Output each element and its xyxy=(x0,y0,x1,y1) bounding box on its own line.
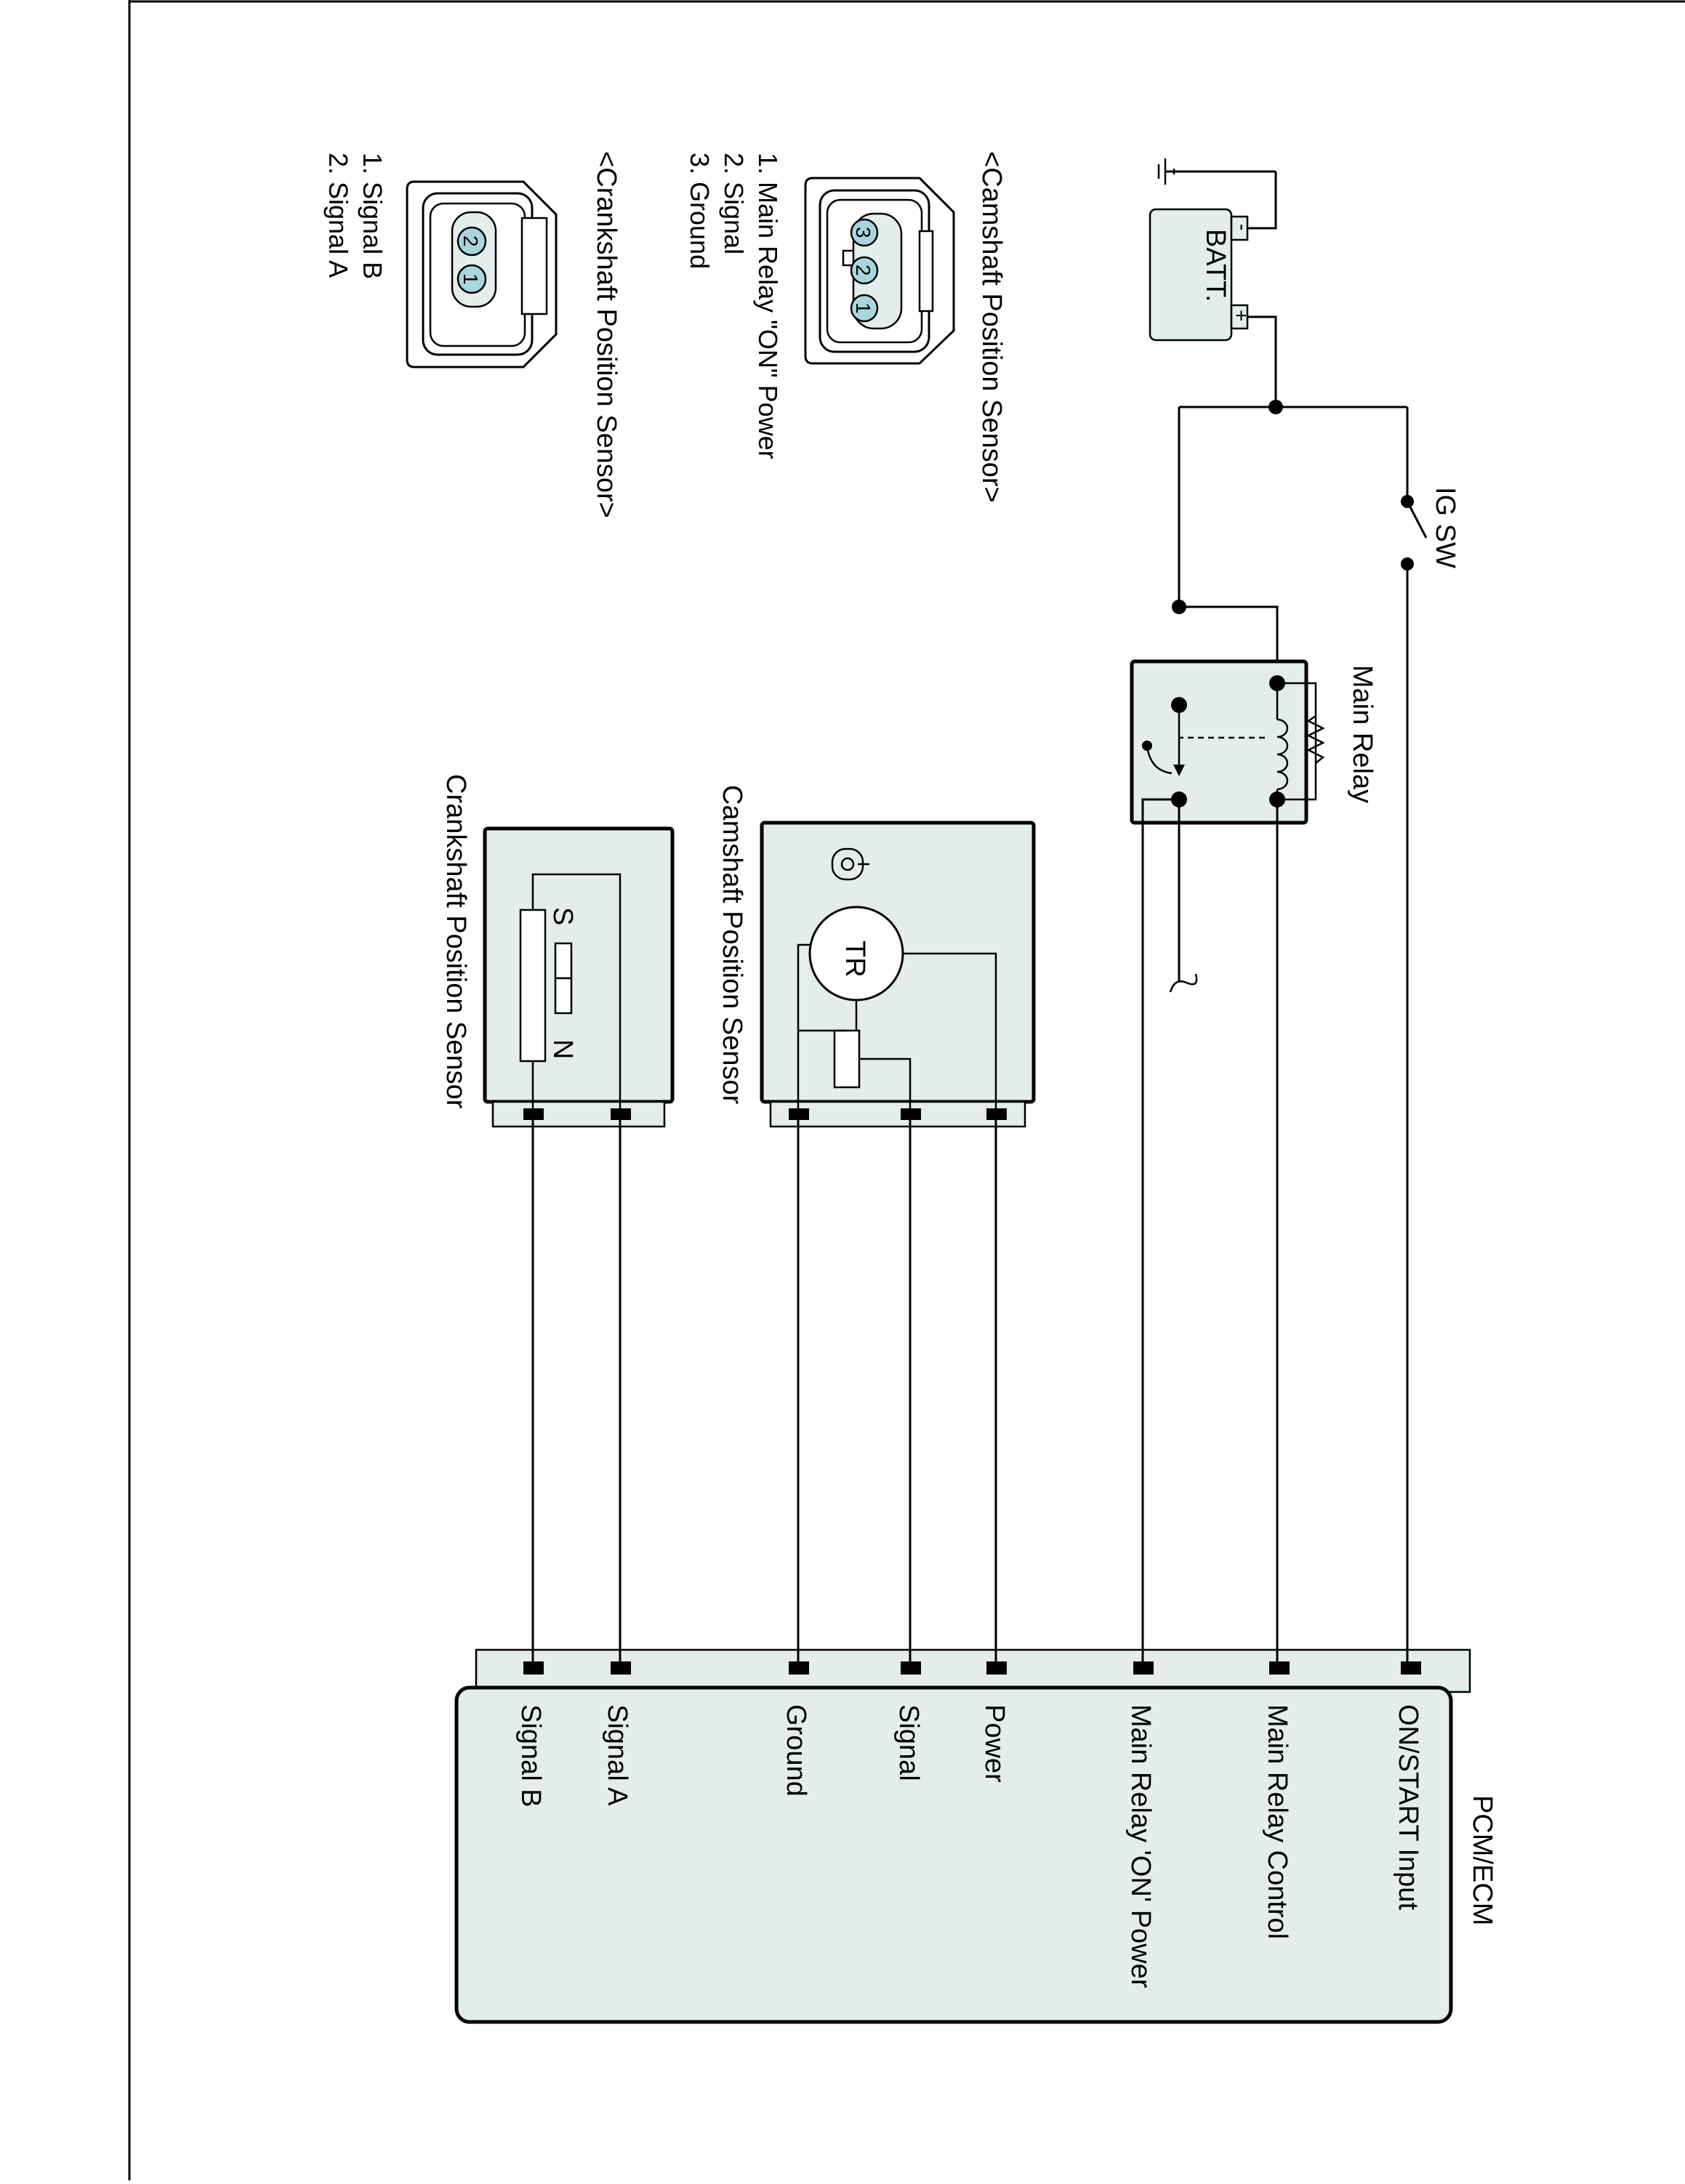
camshaft-connector-legend-2: 2. Signal xyxy=(719,153,749,254)
hall-element-dot xyxy=(840,857,855,871)
camshaft-connector-legend-1: 1. Main Relay "ON" Power xyxy=(753,153,783,459)
camshaft-sensor-label: Camshaft Position Sensor xyxy=(717,785,747,1105)
magnet-n-pole xyxy=(554,977,573,1015)
crankshaft-connector-legend-2: 2. Signal A xyxy=(323,153,353,278)
battery-minus-sign: - xyxy=(1231,224,1254,230)
crankshaft-connector-latch xyxy=(520,217,548,315)
bus-junction xyxy=(1268,400,1283,414)
transistor-power-lead xyxy=(903,952,997,1108)
crankshaft-connector-pin-2 xyxy=(457,226,487,257)
transistor-label: TR xyxy=(840,940,870,978)
camshaft-connector-pin-3 xyxy=(850,218,879,247)
camshaft-connector-title: <Camshaft Position Sensor> xyxy=(976,151,1007,503)
magnet-s-label: S xyxy=(547,907,578,925)
camshaft-connector-pin-2-label: 2 xyxy=(852,265,874,276)
camshaft-connector-pin-1-label: 1 xyxy=(852,302,874,314)
camshaft-sensor-connector xyxy=(769,1100,1026,1128)
magnet-n-label: N xyxy=(547,1039,578,1059)
pcm-pin-signal-b xyxy=(523,1661,544,1675)
pcm-label-ground: Ground xyxy=(781,1704,811,1797)
crankshaft-sensor-connector xyxy=(491,1100,666,1128)
crankshaft-connector-legend-1: 1. Signal B xyxy=(358,153,387,279)
camshaft-connector-pin-1 xyxy=(850,294,879,323)
main-relay: Main Relay xyxy=(1130,659,1378,1661)
ig-switch-blade xyxy=(1406,501,1428,539)
battery-label: BATT. xyxy=(1200,229,1231,302)
pcm-label-on-start: ON/START Input xyxy=(1393,1704,1423,1910)
pcm-label-signal-a: Signal A xyxy=(602,1704,632,1806)
crankshaft-sensor-label: Crankshaft Position Sensor xyxy=(441,774,471,1109)
camshaft-connector-view: <Camshaft Position Sensor> 3 2 1 1. Main… xyxy=(685,151,1007,503)
camshaft-sensor: Camshaft Position Sensor TR xyxy=(717,785,1036,1661)
pcm-connector-strip xyxy=(475,1648,1471,1693)
camshaft-connector-latch xyxy=(918,230,934,313)
transistor-ground-lead xyxy=(797,943,810,1108)
wire-break-symbol xyxy=(1169,973,1198,993)
relay-resistor-loop xyxy=(1277,682,1317,801)
relay-contact-spring xyxy=(1146,745,1173,775)
crankshaft-pin-signal-a xyxy=(611,1108,631,1120)
pcm-pin-signal-a xyxy=(611,1661,631,1675)
pcm-pin-on-start xyxy=(1401,1661,1421,1675)
main-relay-label: Main Relay xyxy=(1347,665,1378,803)
pcm-label-main-relay-on-power: Main Relay 'ON' Power xyxy=(1125,1704,1156,1988)
crankshaft-sensor: Crankshaft Position Sensor S N xyxy=(441,774,675,1661)
resistor-signal-lead xyxy=(859,1057,912,1108)
crankshaft-connector-pin-1-label: 1 xyxy=(459,273,482,285)
camshaft-pin-power xyxy=(986,1108,1007,1120)
pcm-pin-main-relay-on-power xyxy=(1133,1661,1154,1675)
camshaft-pin-signal xyxy=(901,1108,921,1120)
battery-negative-wire xyxy=(1247,172,1277,230)
crankshaft-pin-signal-b xyxy=(523,1108,544,1120)
relay-contact-arrow xyxy=(1173,765,1185,776)
pcm-title: PCM/ECM xyxy=(1467,1795,1497,1925)
crankshaft-connector-pin-2-label: 2 xyxy=(459,235,482,247)
pcm-label-signal: Signal xyxy=(893,1704,924,1781)
battery xyxy=(1149,208,1233,342)
battery-plus-sign: + xyxy=(1230,310,1252,321)
pcm-label-main-relay-control: Main Relay Control xyxy=(1262,1704,1292,1939)
relay-coil-feed-wire xyxy=(1179,605,1279,683)
camshaft-connector-pin-3-label: 3 xyxy=(852,227,874,238)
pcm-label-signal-b: Signal B xyxy=(515,1704,546,1808)
battery-circuit: BATT. - + IG SW xyxy=(1149,158,1460,1661)
ig-switch-label: IG SW xyxy=(1430,487,1460,568)
camshaft-connector-pin-2 xyxy=(850,256,879,285)
battery-positive-wire xyxy=(1247,315,1277,407)
crankshaft-connector-title: <Crankshaft Position Sensor> xyxy=(591,151,622,518)
crankshaft-connector-view: <Crankshaft Position Sensor> 2 1 1. Sign… xyxy=(323,151,622,518)
camshaft-pin-ground xyxy=(789,1108,809,1120)
crankshaft-sensor-body xyxy=(483,826,675,1104)
pcm-label-power: Power xyxy=(979,1704,1010,1783)
relay-coil xyxy=(1276,718,1289,791)
pcm-pin-signal xyxy=(901,1661,921,1675)
main-relay-on-power-wire xyxy=(1141,798,1179,1661)
pickup-coil-lead-a xyxy=(531,873,622,1108)
pcm-body xyxy=(454,1685,1453,2024)
relay-resistor xyxy=(1306,714,1325,764)
camshaft-connector-legend-3: 3. Ground xyxy=(685,153,715,269)
magnet-s-pole xyxy=(554,942,573,980)
pcm-pin-power xyxy=(986,1661,1007,1675)
pcm-pin-main-relay-control xyxy=(1269,1661,1290,1675)
crankshaft-connector-pin-1 xyxy=(457,264,487,294)
pickup-coil xyxy=(519,908,547,1063)
sensor-resistor xyxy=(833,1029,861,1089)
pcm-ecm-block: PCM/ECM ON/START Input Main Relay Contro… xyxy=(454,1648,1497,2024)
pcm-pin-ground xyxy=(789,1661,809,1675)
